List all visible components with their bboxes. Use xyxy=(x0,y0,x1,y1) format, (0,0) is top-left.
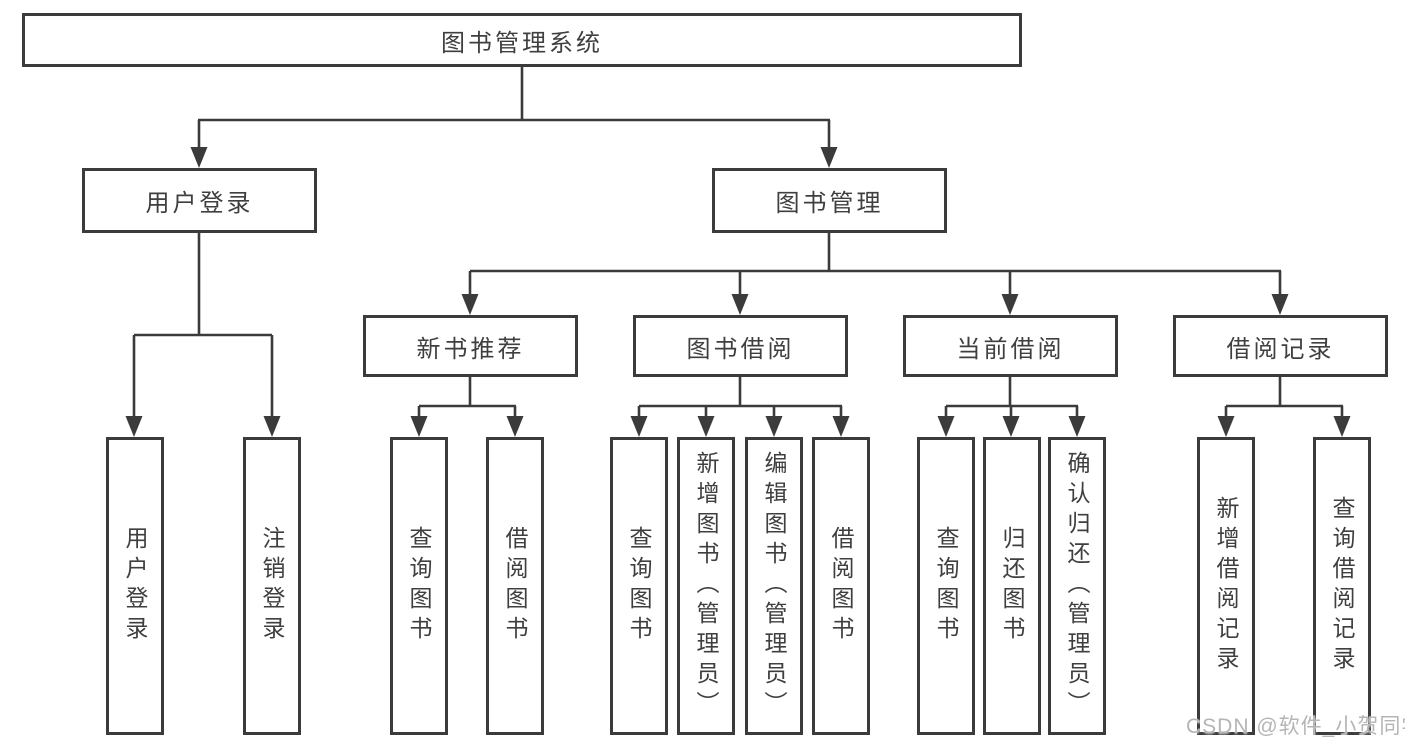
arrow-down-icon xyxy=(190,147,208,168)
node-label: 图书管理系统 xyxy=(441,29,603,57)
arrow-down-icon xyxy=(461,294,479,315)
leaf-logout: 注销登录 xyxy=(243,437,301,735)
leaf-label: 借阅图书 xyxy=(502,526,528,646)
leaf-label: 新增借阅记录 xyxy=(1213,496,1239,676)
arrow-down-icon xyxy=(263,416,281,437)
leaf-label: 借阅图书 xyxy=(828,526,854,646)
arrow-down-icon xyxy=(630,416,648,437)
leaf-add-books-admin: 新增图书（管理员） xyxy=(677,437,735,735)
node-label: 用户登录 xyxy=(145,190,254,217)
leaf-confirm-return-admin: 确认归还（管理员） xyxy=(1048,437,1106,735)
leaf-label: 查询图书 xyxy=(933,526,959,646)
arrow-down-icon xyxy=(506,416,524,437)
leaf-borrowing-borrow-books: 借阅图书 xyxy=(812,437,870,735)
csdn-watermark: CSDN @软件_小贺同学 xyxy=(1186,715,1405,738)
node-book-management: 图书管理 xyxy=(712,168,947,233)
arrow-down-icon xyxy=(1271,294,1289,315)
arrow-down-icon xyxy=(1001,294,1019,315)
arrow-down-icon xyxy=(697,416,715,437)
leaf-edit-books-admin: 编辑图书（管理员） xyxy=(745,437,803,735)
arrow-down-icon xyxy=(410,416,428,437)
node-label: 借阅记录 xyxy=(1226,335,1335,363)
arrow-down-icon xyxy=(1002,416,1020,437)
arrow-down-icon xyxy=(1068,416,1086,437)
leaf-current-query-books: 查询图书 xyxy=(917,437,975,735)
arrow-down-icon xyxy=(731,294,749,315)
arrow-down-icon xyxy=(1333,416,1351,437)
node-label: 当前借阅 xyxy=(956,335,1065,363)
node-label: 图书管理 xyxy=(775,190,884,217)
node-user-login: 用户登录 xyxy=(82,168,317,233)
leaf-borrowing-query-books: 查询图书 xyxy=(610,437,668,735)
node-current-borrowing: 当前借阅 xyxy=(903,315,1118,377)
arrow-down-icon xyxy=(937,416,955,437)
node-new-book-recommendation: 新书推荐 xyxy=(363,315,578,377)
leaf-newbook-borrow-books: 借阅图书 xyxy=(486,437,544,735)
arrow-down-icon xyxy=(125,416,143,437)
leaf-user-login: 用户登录 xyxy=(106,437,164,735)
node-borrowing-records: 借阅记录 xyxy=(1173,315,1388,377)
leaf-label: 确认归还（管理员） xyxy=(1064,451,1090,721)
leaf-return-books: 归还图书 xyxy=(983,437,1041,735)
node-library-management-system: 图书管理系统 xyxy=(22,13,1022,67)
leaf-label: 归还图书 xyxy=(999,526,1025,646)
leaf-label: 新增图书（管理员） xyxy=(693,451,719,721)
leaf-label: 查询图书 xyxy=(626,526,652,646)
arrow-down-icon xyxy=(1217,416,1235,437)
node-label: 新书推荐 xyxy=(416,335,525,363)
arrow-down-icon xyxy=(820,147,838,168)
arrow-down-icon xyxy=(832,416,850,437)
node-book-borrowing: 图书借阅 xyxy=(633,315,848,377)
leaf-newbook-query-books: 查询图书 xyxy=(390,437,448,735)
leaf-label: 用户登录 xyxy=(122,526,148,646)
node-label: 图书借阅 xyxy=(686,335,795,363)
leaf-label: 查询图书 xyxy=(406,526,432,646)
leaf-label: 编辑图书（管理员） xyxy=(761,451,787,721)
leaf-label: 查询借阅记录 xyxy=(1329,496,1355,676)
leaf-label: 注销登录 xyxy=(259,526,285,646)
arrowhead-group xyxy=(125,147,1351,437)
leaf-query-borrow-record: 查询借阅记录 xyxy=(1313,437,1371,735)
leaf-add-borrow-record: 新增借阅记录 xyxy=(1197,437,1255,735)
arrow-down-icon xyxy=(765,416,783,437)
